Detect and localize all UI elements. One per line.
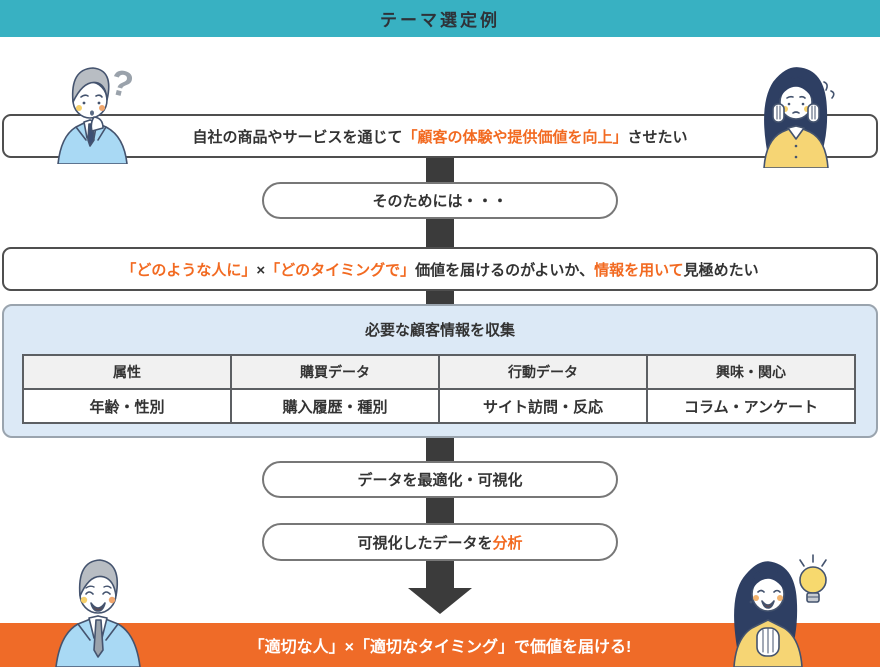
for-that-pill: そのためには・・・ (262, 182, 618, 219)
collect-section: 必要な顧客情報を収集 属性 購買データ 行動データ 興味・関心 年齢・性別 購入… (2, 304, 878, 438)
goal-segment: させたい (627, 128, 688, 146)
idea-woman-illustration (714, 552, 836, 667)
question-segment: 価値を届けるのがよいか、 (415, 261, 595, 279)
analyze-label: 可視化したデータを分析 (357, 532, 522, 553)
header-bar: テーマ選定例 (0, 0, 880, 37)
goal-box-text: 自社の商品やサービスを通じて「顧客の体験や提供価値を向上」させたい (192, 126, 687, 147)
connector-arrow (426, 215, 454, 251)
goal-box: 自社の商品やサービスを通じて「顧客の体験や提供価値を向上」させたい (2, 114, 878, 158)
table-value-row: 年齢・性別 購入履歴・種別 サイト訪問・反応 コラム・アンケート (22, 388, 856, 424)
question-segment: 見極めたい (683, 261, 759, 279)
optimize-pill: データを最適化・可視化 (262, 461, 618, 498)
worried-woman-illustration (746, 62, 846, 168)
result-label: 「適切な人」×「適切なタイミング」で価値を届ける! (248, 639, 632, 656)
question-box: 「どのような人に」×「どのタイミングで」価値を届けるのがよいか、情報を用いて見極… (2, 247, 878, 291)
goal-segment: 自社の商品やサービスを通じて (192, 128, 403, 146)
table-value-cell: 購入履歴・種別 (230, 388, 440, 424)
worried-woman-icon (763, 67, 835, 168)
customer-data-table: 属性 購買データ 行動データ 興味・関心 年齢・性別 購入履歴・種別 サイト訪問… (22, 354, 856, 424)
optimize-label: データを最適化・可視化 (357, 472, 523, 489)
question-segment: × (256, 261, 266, 279)
question-segment-highlight: 「どのタイミングで」 (265, 261, 416, 279)
collect-title: 必要な顧客情報を収集 (364, 322, 515, 339)
connector-arrow (426, 155, 454, 187)
svg-text:?: ? (106, 61, 137, 106)
page-title: テーマ選定例 (380, 11, 500, 30)
analyze-segment: 可視化したデータを (357, 534, 493, 552)
thinking-man-icon: ? (57, 61, 138, 164)
table-header-cell: 興味・関心 (646, 354, 856, 390)
question-segment-highlight: 情報を用いて (594, 261, 684, 279)
analyze-pill: 可視化したデータを分析 (262, 523, 618, 561)
big-down-arrow-shaft (426, 561, 454, 589)
result-bar: 「適切な人」×「適切なタイミング」で価値を届ける! (0, 623, 880, 667)
for-that-label: そのためには・・・ (372, 193, 508, 210)
smiling-man-icon (55, 559, 141, 667)
question-segment-highlight: 「どのような人に」 (121, 261, 257, 279)
big-down-arrow-icon (408, 588, 472, 614)
table-value-cell: サイト訪問・反応 (438, 388, 648, 424)
smiling-man-illustration (44, 552, 154, 667)
idea-woman-icon (733, 554, 827, 667)
question-box-text: 「どのような人に」×「どのタイミングで」価値を届けるのがよいか、情報を用いて見極… (121, 259, 758, 280)
table-value-cell: 年齢・性別 (22, 388, 232, 424)
lightbulb-icon (799, 554, 827, 603)
goal-segment-highlight: 「顧客の体験や提供価値を向上」 (402, 128, 628, 146)
table-header-row: 属性 購買データ 行動データ 興味・関心 (22, 354, 856, 390)
table-header-cell: 属性 (22, 354, 232, 390)
table-header-cell: 行動データ (438, 354, 648, 390)
table-header-cell: 購買データ (230, 354, 440, 390)
analyze-segment-highlight: 分析 (492, 534, 523, 552)
thinking-man-illustration: ? (48, 56, 152, 164)
table-value-cell: コラム・アンケート (646, 388, 856, 424)
